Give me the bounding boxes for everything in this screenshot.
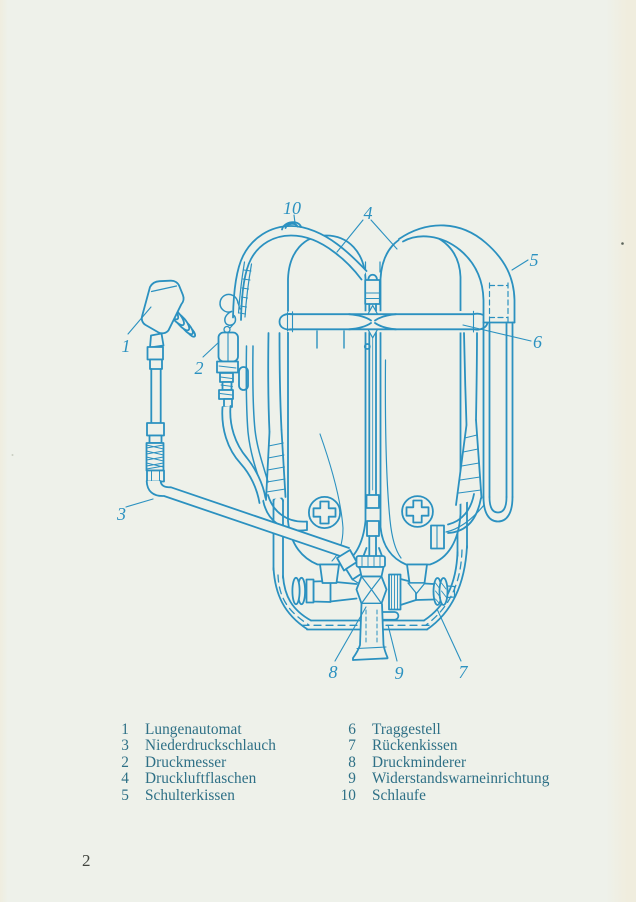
svg-text:1: 1 — [122, 336, 131, 356]
svg-text:6: 6 — [533, 332, 542, 352]
svg-text:7: 7 — [459, 662, 469, 682]
svg-text:10: 10 — [283, 198, 301, 218]
svg-text:5: 5 — [530, 250, 539, 270]
svg-text:8: 8 — [329, 662, 338, 682]
svg-text:9: 9 — [395, 663, 404, 683]
svg-text:2: 2 — [195, 358, 204, 378]
svg-text:3: 3 — [116, 504, 126, 524]
svg-text:4: 4 — [364, 203, 373, 223]
